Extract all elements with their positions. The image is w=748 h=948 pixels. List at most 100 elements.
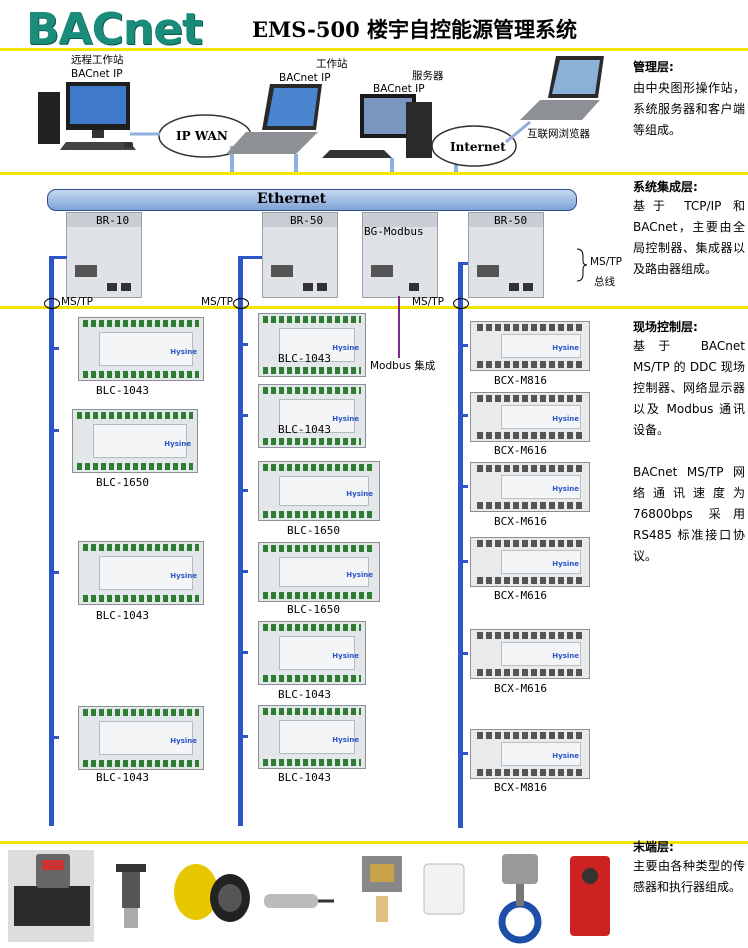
mstp-label-1: MS/TP (61, 296, 94, 308)
bcx-col3-4: Hysine (470, 537, 590, 587)
col3-tick-6 (462, 752, 468, 755)
router-br50-b-label: BR-50 (494, 214, 528, 227)
mstp-bus-label-2: 总线 (594, 276, 615, 288)
temperature-sensor-icon (362, 856, 402, 922)
col2-tick-3 (242, 489, 248, 492)
internet-cloud-label: Internet (450, 140, 506, 154)
col3-tick-1 (462, 344, 468, 347)
divider-sys (0, 306, 748, 309)
mstp-oval-2 (233, 298, 249, 309)
bcx-col3-3-label: BCX-M616 (494, 515, 547, 528)
router-br50-b (468, 212, 544, 298)
controller-col2-3-label: BLC-1650 (287, 524, 340, 537)
mstp-bus-2 (238, 256, 243, 826)
end-layer-title: 末端层: (633, 840, 674, 854)
flowmeter-icon (8, 850, 94, 942)
col1-tick-1 (53, 347, 59, 350)
modbus-line (398, 296, 400, 358)
col2-tick-4 (242, 570, 248, 573)
col3-tick-5 (462, 652, 468, 655)
mstp-label-3: MS/TP (412, 296, 445, 308)
controller-col1-1-label: BLC-1043 (96, 384, 149, 397)
mstp-oval-1 (44, 298, 60, 309)
controller-col2-2: Hysine (258, 384, 366, 448)
divider-field (0, 841, 748, 844)
router-br10 (66, 212, 142, 298)
gateway-bg-modbus (362, 212, 438, 298)
bcx-col3-2: Hysine (470, 392, 590, 442)
page-title: EMS-500 楼宇自控能源管理系统 (252, 17, 578, 42)
router-br10-label: BR-10 (96, 214, 130, 227)
ws-label-1: 工作站 (316, 58, 348, 70)
controller-col2-2-label: BLC-1043 (278, 423, 331, 436)
col2-tick-6 (242, 735, 248, 738)
col3-tick-4 (462, 560, 468, 563)
bcx-col3-2-label: BCX-M616 (494, 444, 547, 457)
sys-layer-text: 基于 TCP/IP 和 BACnet，主要由全局控制器、集成器以及路由器组成。 (633, 199, 745, 276)
bcx-col3-6-label: BCX-M816 (494, 781, 547, 794)
bcx-col3-4-label: BCX-M616 (494, 589, 547, 602)
remote-ws-label-2: BACnet IP (71, 68, 123, 80)
room-sensor-icon (423, 863, 465, 915)
divider-top (0, 48, 748, 51)
controller-col2-6-label: BLC-1043 (278, 771, 331, 784)
controller-col2-3: Hysine (258, 461, 380, 521)
mstp-bus-3 (458, 262, 463, 828)
bcx-col3-5: Hysine (470, 629, 590, 679)
mstp-bus-1 (49, 256, 54, 826)
controller-col2-1: Hysine (258, 313, 366, 377)
controller-col2-4: Hysine (258, 542, 380, 602)
controller-col1-1: Hysine (78, 317, 204, 381)
server-icon (322, 94, 432, 158)
bcx-col3-1-label: BCX-M816 (494, 374, 547, 387)
modbus-label: Modbus 集成 (370, 360, 436, 372)
mstp-oval-3 (453, 298, 469, 309)
controller-col2-4-label: BLC-1650 (287, 603, 340, 616)
bus-2-link (238, 256, 262, 259)
bcx-col3-5-label: BCX-M616 (494, 682, 547, 695)
bacnet-logo: BACnet (26, 4, 203, 55)
remote-workstation-icon (38, 82, 136, 150)
bus-3-link (458, 262, 468, 265)
col1-tick-4 (53, 736, 59, 739)
controller-col1-4: Hysine (78, 706, 204, 770)
ethernet-label: Ethernet (257, 191, 327, 207)
controller-col1-3: Hysine (78, 541, 204, 605)
gateway-bg-modbus-label: BG-Modbus (364, 225, 424, 238)
controller-col2-5-label: BLC-1043 (278, 688, 331, 701)
col1-tick-3 (53, 571, 59, 574)
sys-layer-title: 系统集成层: (633, 180, 698, 194)
server-label-2: BACnet IP (373, 83, 425, 95)
bcx-col3-1: Hysine (470, 321, 590, 371)
field-layer-text-1: 基于 BACnet MS/TP 的 DDC 现场控制器、网络显示器以及 Modb… (633, 339, 745, 437)
bcx-col3-3: Hysine (470, 462, 590, 512)
col2-tick-1 (242, 343, 248, 346)
probe-sensor-icon (264, 894, 334, 908)
controller-col2-6: Hysine (258, 705, 366, 769)
mgmt-layer-title: 管理层: (633, 60, 674, 74)
mstp-bus-label-1: MS/TP (590, 256, 623, 268)
bcx-col3-6: Hysine (470, 729, 590, 779)
management-layer-graphic (38, 56, 604, 172)
divider-mgmt (0, 172, 748, 175)
controller-col1-4-label: BLC-1043 (96, 771, 149, 784)
ethernet-bus (47, 189, 577, 211)
level-switch-icon (174, 864, 250, 922)
col2-tick-2 (242, 414, 248, 417)
server-label-1: 服务器 (412, 70, 444, 82)
controller-col1-2: Hysine (72, 409, 198, 473)
mstp-bus-brace (576, 248, 588, 282)
mgmt-layer-text: 由中央图形操作站，系统服务器和客户端等组成。 (633, 81, 745, 137)
router-br50-a-label: BR-50 (290, 214, 324, 227)
field-layer-title: 现场控制层: (633, 320, 698, 334)
controller-col2-5: Hysine (258, 621, 366, 685)
browser-label: 互联网浏览器 (527, 128, 590, 140)
damper-actuator-icon (570, 856, 610, 936)
browser-laptop-icon (520, 56, 604, 120)
ipwan-cloud-label: IP WAN (176, 129, 228, 143)
valve-actuator-icon (498, 854, 542, 944)
bus-1-link (49, 256, 67, 259)
ws-label-2: BACnet IP (279, 72, 331, 84)
field-layer-text-2: BACnet MS/TP 网络通讯速度为 76800bps 采用 RS485 标… (633, 465, 745, 563)
controller-col2-1-label: BLC-1043 (278, 352, 331, 365)
